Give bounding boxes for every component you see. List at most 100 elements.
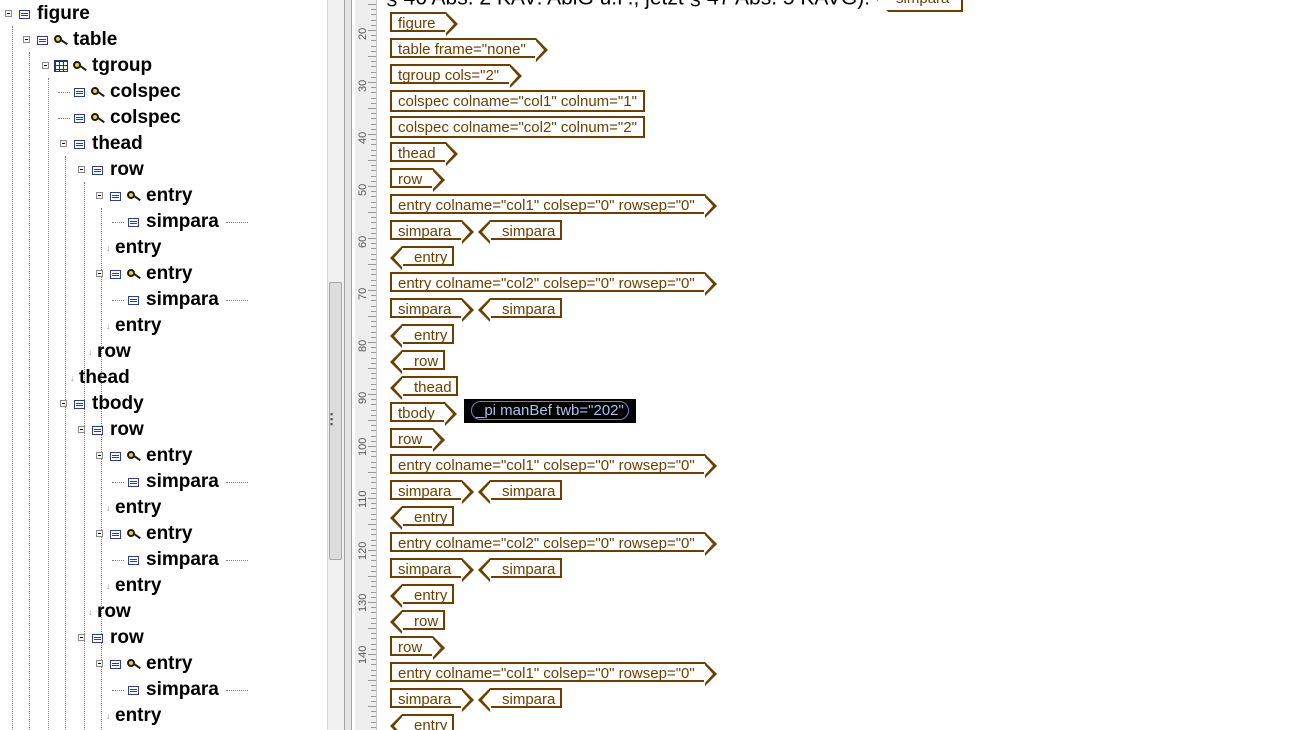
close-tag-simpara[interactable]: simpara xyxy=(478,688,562,712)
close-tag-row[interactable]: row xyxy=(390,610,445,634)
tree-scrollbar-thumb[interactable] xyxy=(329,282,342,560)
open-tag-row[interactable]: row xyxy=(390,636,445,660)
collapse-toggle-icon[interactable] xyxy=(78,426,85,433)
empty-tag-colspec[interactable]: colspec colname="col1" colnum="1" xyxy=(390,90,645,112)
open-tag-entry[interactable]: entry colname="col1" colsep="0" rowsep="… xyxy=(390,194,717,218)
tree-node-entry[interactable]: entry xyxy=(146,521,192,547)
open-tag-entry[interactable]: entry colname="col1" colsep="0" rowsep="… xyxy=(390,454,717,478)
ruler-tick xyxy=(371,87,376,88)
ruler-tick xyxy=(371,176,376,177)
tree-node-tgroup[interactable]: tgroup xyxy=(92,53,152,79)
collapse-toggle-icon[interactable] xyxy=(78,634,85,641)
tree-node-entry[interactable]: entry xyxy=(146,651,192,677)
tree-node-simpara[interactable]: simpara xyxy=(146,209,219,235)
tree-node-entry[interactable]: entry xyxy=(115,495,161,521)
close-tag-entry[interactable]: entry xyxy=(390,506,454,530)
collapse-toggle-icon[interactable] xyxy=(23,36,30,43)
close-tag-simpara[interactable]: simpara xyxy=(478,480,562,504)
ruler-tick xyxy=(368,576,376,577)
close-tag-simpara[interactable]: simpara xyxy=(478,220,562,244)
attribute-icon xyxy=(127,448,141,462)
ruler-tick xyxy=(371,519,376,520)
element-icon xyxy=(74,114,85,123)
tags-on-editor[interactable]: § 46 Abs. 2 KAV: AbiG u.F., jetzt § 47 A… xyxy=(378,0,1310,730)
open-tag-row[interactable]: row xyxy=(390,428,445,452)
collapse-toggle-icon[interactable] xyxy=(96,270,103,277)
open-tag-simpara[interactable]: simpara xyxy=(390,298,474,322)
processing-instruction[interactable]: _pi manBef twb="202" xyxy=(464,399,636,423)
tree-node-label: entry xyxy=(146,653,193,674)
close-tag-entry[interactable]: entry xyxy=(390,246,454,270)
close-tag-thead[interactable]: thead xyxy=(390,376,458,400)
open-tag-entry[interactable]: entry colname="col2" colsep="0" rowsep="… xyxy=(390,532,717,556)
tree-node-simpara[interactable]: simpara xyxy=(146,547,219,573)
ruler-tick xyxy=(371,566,376,567)
open-tag-entry[interactable]: entry colname="col1" colsep="0" rowsep="… xyxy=(390,662,717,686)
close-tag-simpara[interactable]: simpara xyxy=(478,298,562,322)
collapse-toggle-icon[interactable] xyxy=(78,166,85,173)
collapse-toggle-icon[interactable] xyxy=(96,452,103,459)
open-tag-simpara[interactable]: simpara xyxy=(390,688,474,712)
collapse-toggle-icon[interactable] xyxy=(60,140,67,147)
tree-node-figure[interactable]: figure xyxy=(37,1,90,27)
tree-scrollbar[interactable] xyxy=(327,0,344,730)
open-tag-simpara[interactable]: simpara xyxy=(390,480,474,504)
tree-node-simpara[interactable]: simpara xyxy=(146,469,219,495)
tree-node-thead[interactable]: thead xyxy=(92,131,143,157)
tree-node-entry[interactable]: entry xyxy=(115,235,161,261)
tree-node-entry[interactable]: entry xyxy=(146,183,192,209)
element-icon xyxy=(92,166,103,175)
ruler-tick xyxy=(368,82,376,83)
tree-node-entry[interactable]: entry xyxy=(115,573,161,599)
ruler-tick xyxy=(371,72,376,73)
simpara-close-tag[interactable]: simpara xyxy=(876,0,964,12)
tree-node-tbody[interactable]: tbody xyxy=(92,391,144,417)
close-tag-entry[interactable]: entry xyxy=(390,714,454,730)
tree-node-label: row xyxy=(110,627,144,648)
tree-node-table[interactable]: table xyxy=(73,27,117,53)
collapse-toggle-icon[interactable] xyxy=(96,192,103,199)
open-tag-entry[interactable]: entry colname="col2" colsep="0" rowsep="… xyxy=(390,272,717,296)
tree-node-simpara[interactable]: simpara xyxy=(146,287,219,313)
tree-node-entry[interactable]: entry xyxy=(146,261,192,287)
collapse-toggle-icon[interactable] xyxy=(60,400,67,407)
open-tag-simpara[interactable]: simpara xyxy=(390,558,474,582)
open-tag-figure[interactable]: figure xyxy=(390,12,458,36)
close-tag-row[interactable]: row xyxy=(390,350,445,374)
tree-node-row[interactable]: row xyxy=(110,157,144,183)
tree-node-colspec[interactable]: colspec xyxy=(110,105,181,131)
open-tag-thead[interactable]: thead xyxy=(390,142,458,166)
close-tag-entry[interactable]: entry xyxy=(390,584,454,608)
tree-node-row[interactable]: row xyxy=(110,417,144,443)
tree-node-entry[interactable]: entry xyxy=(115,703,161,729)
close-tag-entry[interactable]: entry xyxy=(390,324,454,348)
empty-tag-colspec[interactable]: colspec colname="col2" colnum="2" xyxy=(390,116,645,138)
collapse-toggle-icon[interactable] xyxy=(5,10,12,17)
close-tag-simpara[interactable]: simpara xyxy=(478,558,562,582)
ruler-label: 110 xyxy=(357,490,369,508)
open-tag-row[interactable]: row xyxy=(390,168,445,192)
ruler-tick xyxy=(371,425,376,426)
open-tag-tgroup[interactable]: tgroup cols="2" xyxy=(390,64,522,88)
tree-node-entry[interactable]: entry xyxy=(146,443,192,469)
tree-node-thead[interactable]: thead xyxy=(79,365,130,391)
ruler-tick xyxy=(368,134,376,135)
tree-node-label: entry xyxy=(115,237,162,258)
open-tag-simpara[interactable]: simpara xyxy=(390,220,474,244)
open-tag-table[interactable]: table frame="none" xyxy=(390,38,548,62)
tree-node-row[interactable]: row xyxy=(97,339,131,365)
tree-node-simpara[interactable]: simpara xyxy=(146,677,219,703)
tree-node-label: colspec xyxy=(110,107,181,128)
element-icon xyxy=(110,192,121,201)
tree-node-entry[interactable]: entry xyxy=(115,313,161,339)
splitter-grip-icon[interactable]: ▪▪▪ xyxy=(330,409,334,429)
tree-node-row[interactable]: row xyxy=(97,599,131,625)
pane-splitter[interactable] xyxy=(344,0,352,730)
collapse-toggle-icon[interactable] xyxy=(96,660,103,667)
open-tag-tbody[interactable]: tbody xyxy=(390,402,457,426)
collapse-toggle-icon[interactable] xyxy=(42,62,49,69)
tree-node-row[interactable]: row xyxy=(110,625,144,651)
tree-node-colspec[interactable]: colspec xyxy=(110,79,181,105)
collapse-toggle-icon[interactable] xyxy=(96,530,103,537)
